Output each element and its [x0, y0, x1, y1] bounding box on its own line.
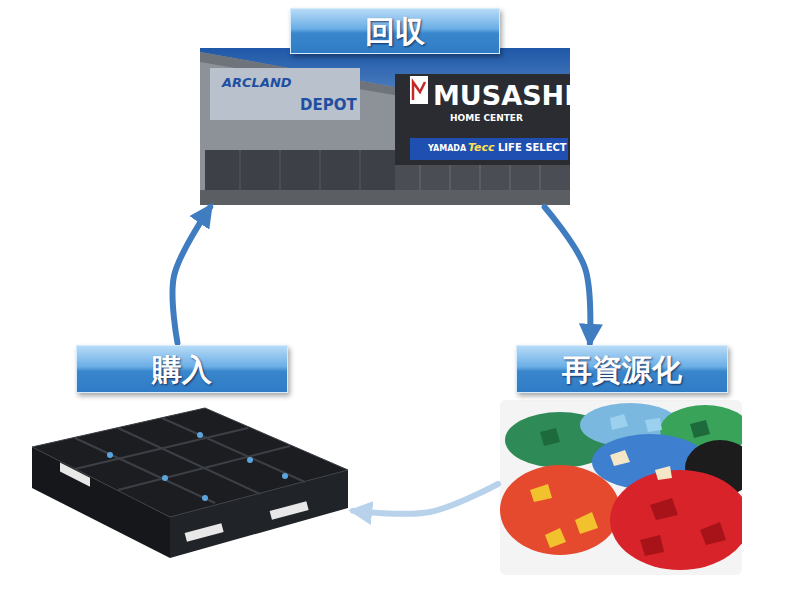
- cycle-arrow: [545, 207, 591, 343]
- step-label: 購入: [152, 353, 212, 386]
- step-banner: 回収: [290, 8, 500, 54]
- sign-text: Tecc: [468, 142, 495, 153]
- step-group: 再資源化: [498, 343, 743, 578]
- pallet-illustration: [32, 408, 348, 558]
- step-banner: 再資源化: [516, 345, 728, 393]
- step-banner: 購入: [76, 345, 288, 393]
- step-group: 購入: [28, 343, 353, 561]
- sign-text: MUSASHI: [433, 82, 574, 109]
- sign-text: DEPOT: [300, 98, 357, 113]
- sign-text: YAMADA: [428, 145, 466, 153]
- pellet-photo: [500, 400, 742, 575]
- store-photo: [200, 48, 570, 205]
- cycle-arrow: [173, 207, 211, 343]
- step-label: 再資源化: [562, 353, 682, 386]
- cycle-arrow: [353, 484, 498, 514]
- sign-text: HOME CENTER: [450, 114, 523, 123]
- sign-text: LIFE SELECT: [498, 143, 567, 153]
- step-label: 回収: [365, 15, 425, 48]
- sign-text: ARCLAND: [222, 76, 292, 89]
